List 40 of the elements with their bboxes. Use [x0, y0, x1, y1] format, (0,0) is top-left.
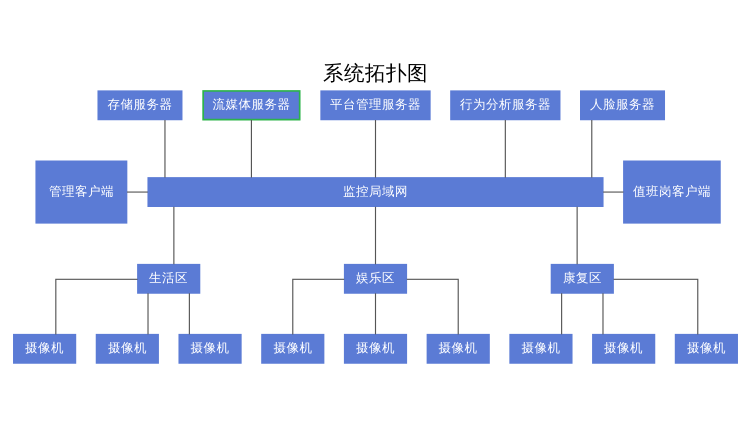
diagram-title: 系统拓扑图 — [322, 60, 428, 85]
connector — [374, 206, 376, 264]
node-box: 生活区 — [136, 264, 200, 294]
node-box: 娱乐区 — [343, 264, 407, 294]
node-box: 摄像机 — [260, 334, 324, 364]
connector — [164, 120, 166, 178]
connector — [188, 293, 190, 334]
node-box: 摄像机 — [95, 334, 158, 364]
node-box: 平台管理服务器 — [320, 90, 430, 120]
connector — [602, 191, 623, 193]
node-box: 监控局域网 — [146, 177, 604, 207]
node-box: 摄像机 — [592, 334, 655, 364]
connector — [374, 293, 376, 334]
connector — [54, 278, 138, 334]
node-box: 人脸服务器 — [580, 90, 665, 120]
node-box: 摄像机 — [178, 334, 242, 364]
connector — [590, 120, 592, 178]
connector — [172, 206, 174, 264]
connector — [504, 120, 506, 178]
connector — [146, 293, 148, 334]
connector — [126, 191, 148, 193]
connector — [602, 293, 604, 334]
node-box: 摄像机 — [12, 334, 76, 364]
node-box: 存储服务器 — [96, 90, 182, 120]
connector — [576, 206, 578, 264]
node-box: 值班岗客户端 — [622, 160, 720, 224]
connector — [292, 278, 344, 334]
connector — [560, 293, 562, 334]
node-box: 摄像机 — [426, 334, 490, 364]
node-box: 摄像机 — [343, 334, 407, 364]
node-box: 摄像机 — [508, 334, 572, 364]
connector — [374, 120, 376, 178]
node-box: 流媒体服务器 — [202, 90, 300, 121]
connector — [406, 278, 458, 334]
node-box: 摄像机 — [674, 334, 738, 364]
node-box: 行为分析服务器 — [450, 90, 560, 120]
node-box: 管理客户端 — [34, 160, 127, 224]
connector — [613, 278, 698, 334]
node-box: 康复区 — [550, 264, 614, 294]
connector — [250, 120, 252, 178]
